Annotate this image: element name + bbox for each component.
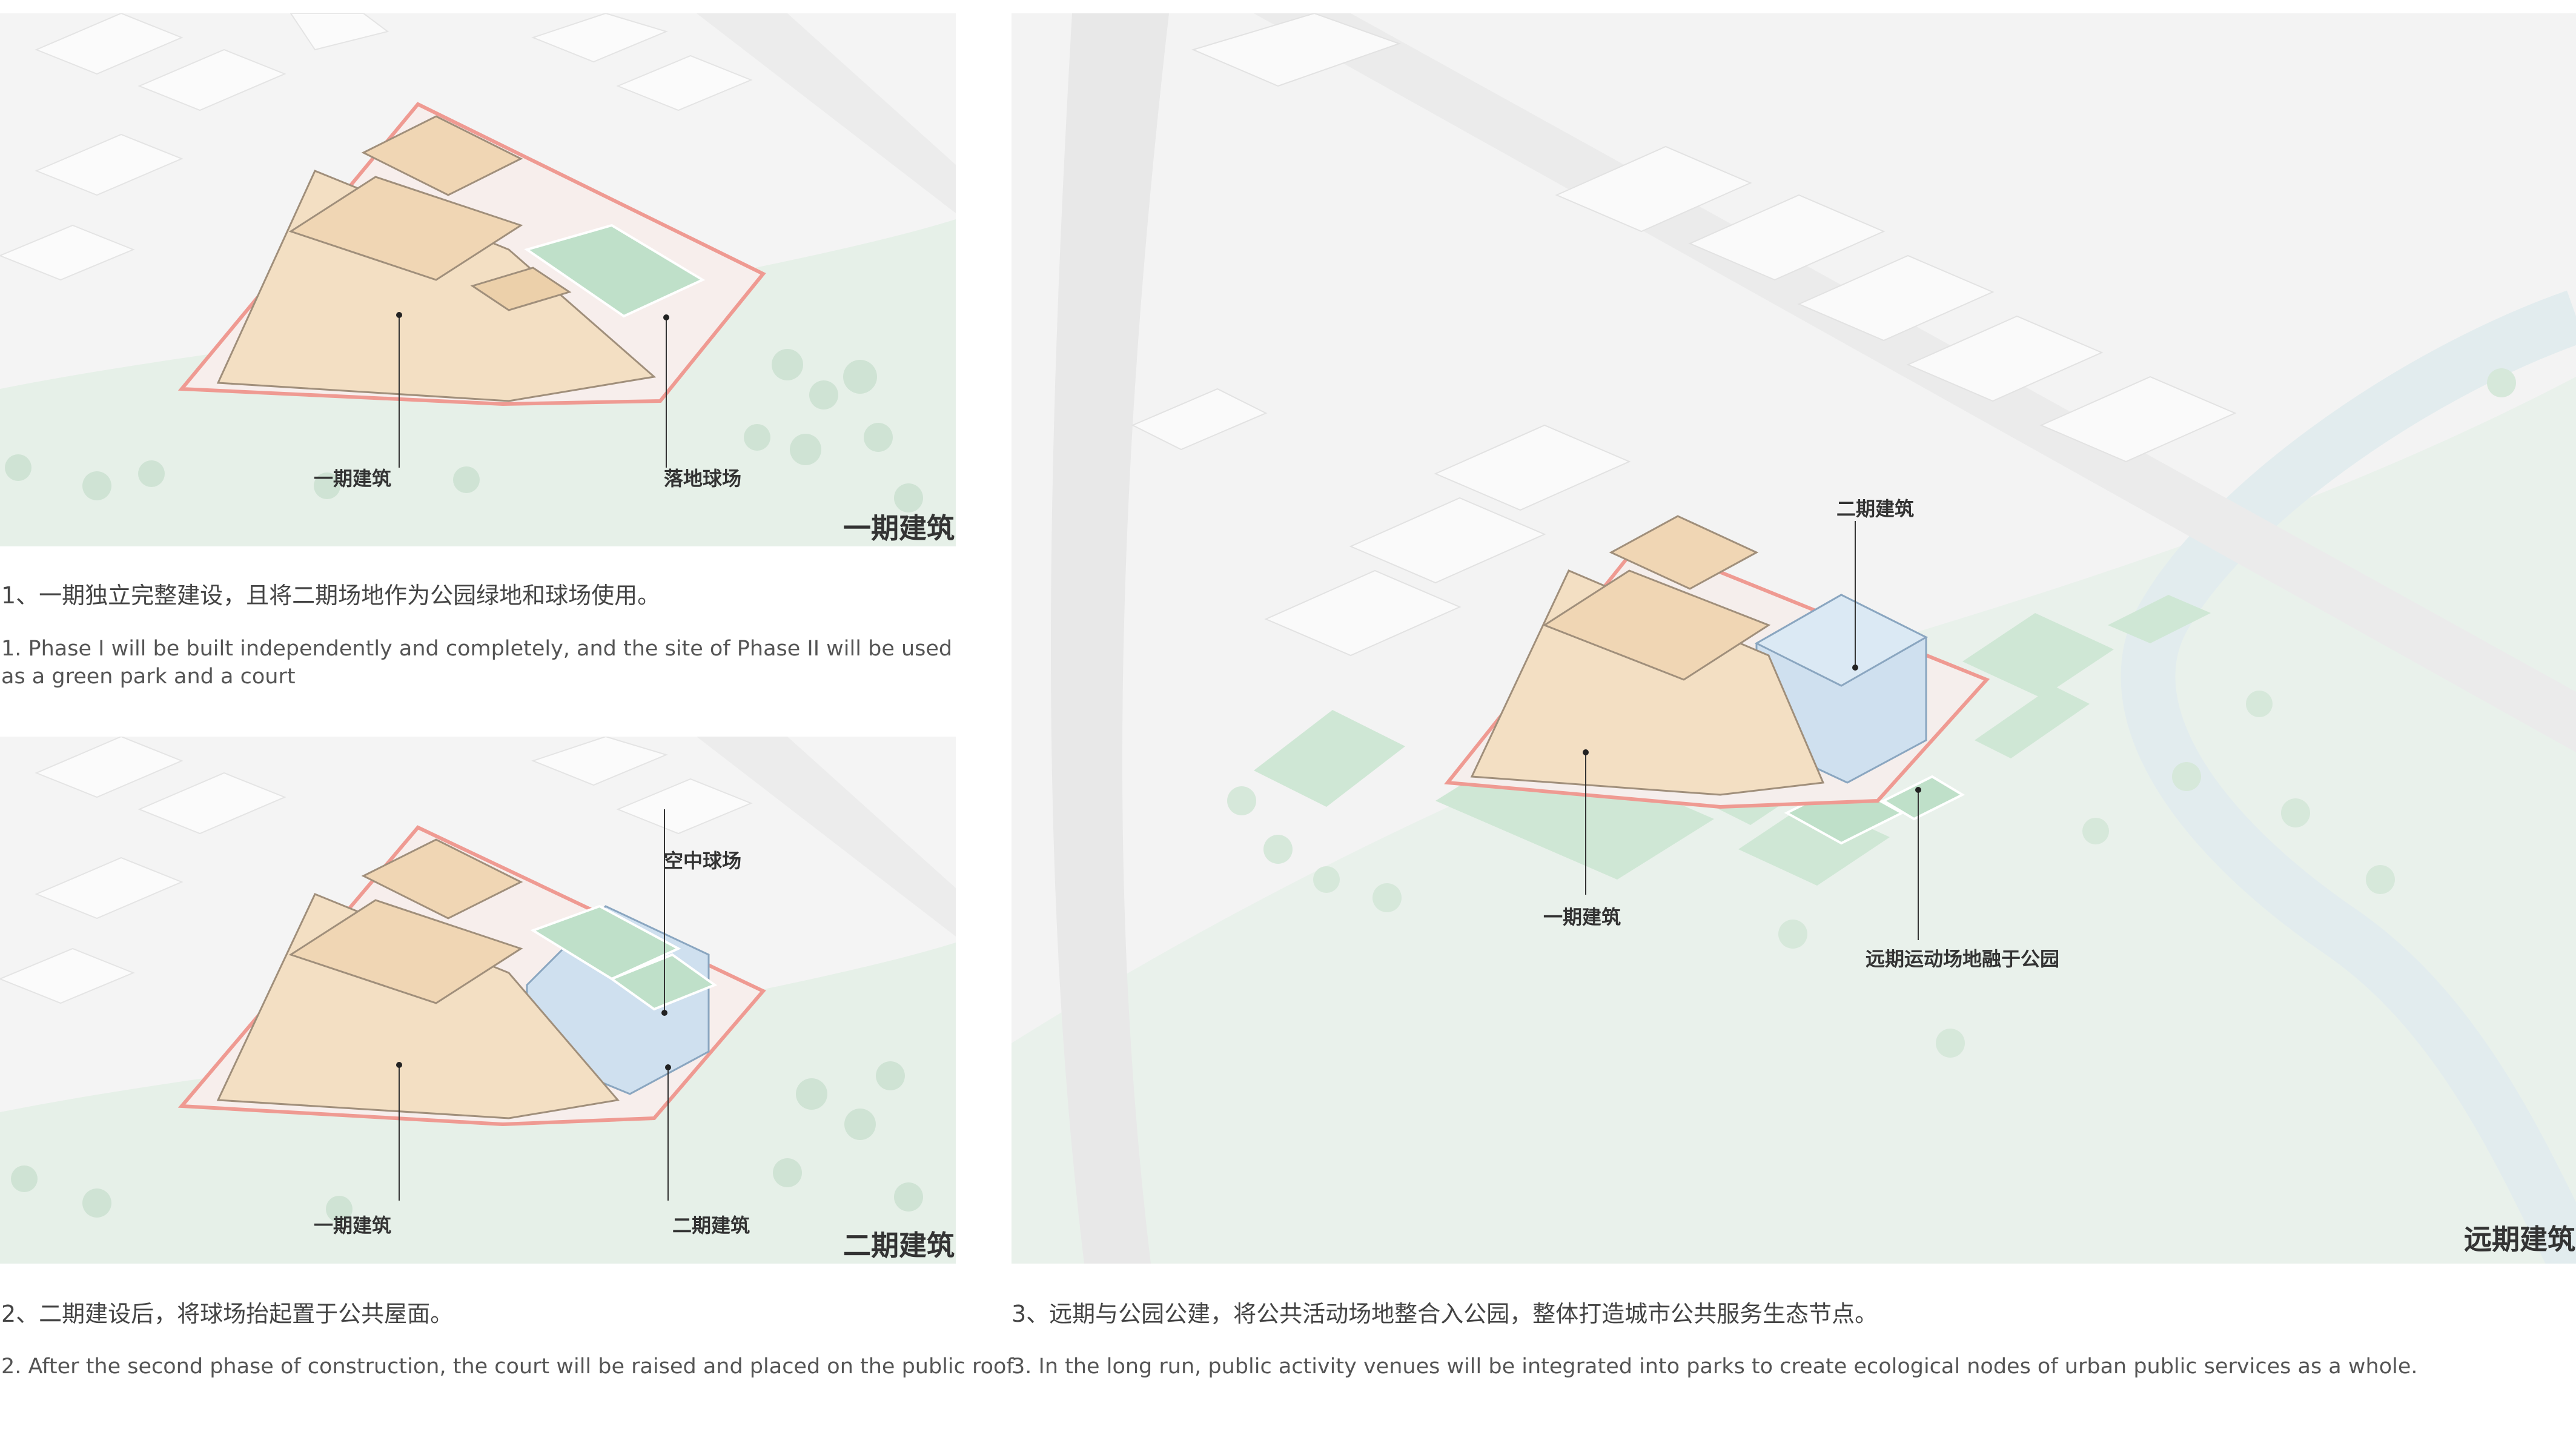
caption-cn-1: 1、一期独立完整建设，且将二期场地作为公园绿地和球场使用。 [1,582,661,609]
river [2121,290,2576,1264]
stage-title-1: 一期建筑 [843,512,955,545]
caption-cn-3: 3、远期与公园公建，将公共活动场地整合入公园，整体打造城市公共服务生态节点。 [1012,1301,1878,1327]
label-phase1-building-2: 一期建筑 [314,1214,392,1237]
stage-title-3: 远期建筑 [2464,1223,2575,1256]
road [697,737,956,936]
long-term-diagram [1012,13,2576,1264]
phase2-diagram [0,737,956,1264]
trees [1227,368,2516,1058]
label-phase2-building: 二期建筑 [672,1214,750,1237]
label-ground-court: 落地球场 [664,467,742,490]
trees [11,1061,923,1222]
context-buildings [0,737,753,1004]
context-buildings [0,13,753,281]
caption-en-2: 2. After the second phase of constructio… [1,1354,1014,1379]
label-phase1-building-3: 一期建筑 [1543,906,1621,929]
phase1-axonometric [0,13,956,546]
caption-en-1: 1. Phase I will be built independently a… [1,637,953,689]
phase1-building [216,838,620,1119]
phase2-axonometric [0,737,956,1264]
ground-court [524,224,706,318]
label-sky-court: 空中球场 [664,849,742,872]
road [697,13,956,213]
trees [5,349,923,512]
context-buildings [1131,13,2237,657]
stage-title-2: 二期建筑 [843,1229,955,1262]
phase1-building [1470,515,1825,796]
label-park-sports: 远期运动场地融于公园 [1866,947,2060,970]
road-curved [1051,13,1169,1264]
caption-en-3: 3. In the long run, public activity venu… [1012,1354,2418,1379]
label-phase1-building: 一期建筑 [314,467,392,490]
label-phase2-building-3: 二期建筑 [1836,497,1915,520]
phase1-diagram [0,13,956,546]
phase1-building [216,115,657,402]
caption-cn-2: 2、二期建设后，将球场抬起置于公共屋面。 [1,1301,454,1327]
long-term-axonometric [1012,13,2576,1264]
